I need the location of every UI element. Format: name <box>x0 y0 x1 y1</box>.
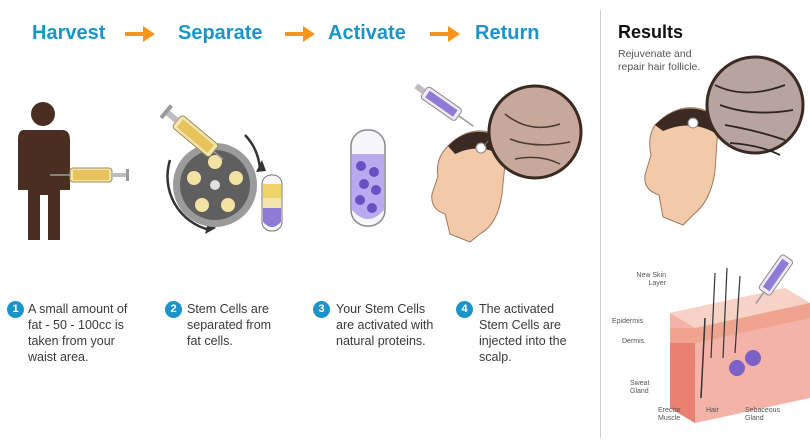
syringe-icon <box>414 83 474 127</box>
results-title: Results <box>618 22 684 42</box>
step-description-3: Your Stem Cells are activated with natur… <box>336 302 434 348</box>
label-sebaceous-gland: Sebaceous Gland <box>745 407 781 422</box>
arrow-right-icon <box>285 26 315 42</box>
step-number-1: 1 <box>7 301 24 318</box>
step-description-4: The activated Stem Cells are injected in… <box>479 302 567 364</box>
syringe-icon <box>755 254 794 305</box>
step-number-3: 3 <box>313 301 330 318</box>
arrow-right-icon <box>125 26 155 42</box>
results-description: Rejuvenate and repair hair follicle. <box>618 48 701 73</box>
step-title-harvest: Harvest <box>32 22 106 44</box>
arrow-right-icon <box>430 26 460 42</box>
person-silhouette-icon <box>18 102 129 240</box>
centrifuge-icon <box>159 104 283 234</box>
label-epidermis: Epidermis <box>612 318 644 325</box>
label-hair: Hair <box>706 407 719 414</box>
step-description-1: A small amount of fat - 50 - 100cc is ta… <box>28 302 128 364</box>
syringe-icon <box>159 104 224 160</box>
label-sweat-gland: Sweat Gland <box>630 380 650 395</box>
test-tube-icon <box>261 174 283 232</box>
step-title-return: Return <box>475 22 540 44</box>
label-dermis: Dermis <box>622 338 645 345</box>
skin-cross-section-icon <box>670 254 810 423</box>
label-new-skin-layer: New Skin Layer <box>636 272 666 287</box>
label-erector-muscle: Erector Muscle <box>658 407 681 422</box>
head-injection-icon <box>414 83 583 243</box>
step-title-activate: Activate <box>328 22 406 44</box>
section-divider <box>600 10 601 438</box>
step-number-4: 4 <box>456 301 473 318</box>
step-number-2: 2 <box>165 301 182 318</box>
syringe-icon <box>50 167 129 183</box>
results-head-icon <box>644 55 805 226</box>
step-description-2: Stem Cells are separated from fat cells. <box>187 302 272 348</box>
step-title-separate: Separate <box>178 22 263 44</box>
activated-tube-icon <box>350 129 386 227</box>
